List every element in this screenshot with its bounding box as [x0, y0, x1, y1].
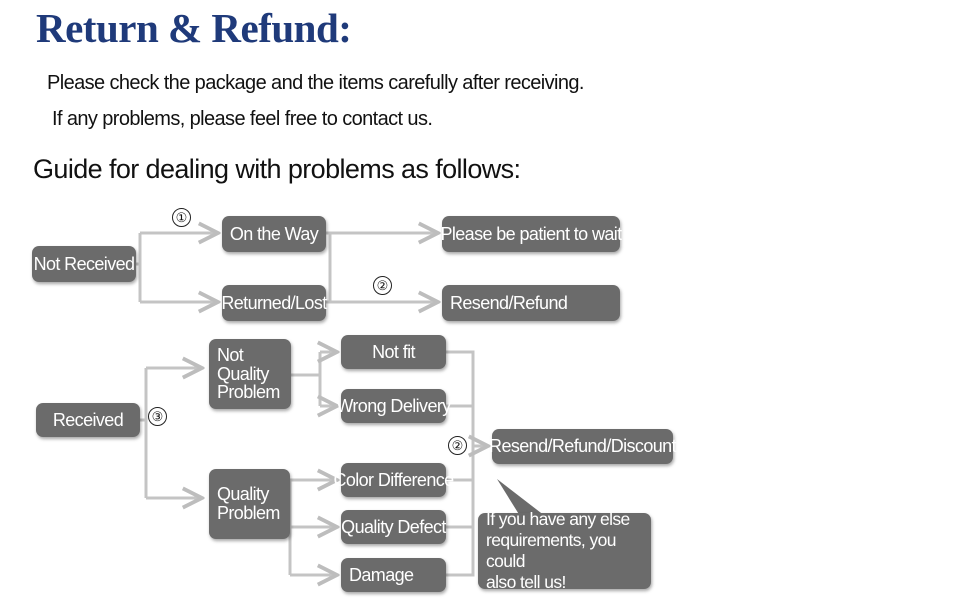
node-please-wait: Please be patient to wait [440, 216, 622, 252]
connector-received-trunk [140, 368, 148, 498]
step-marker-2b: ② [448, 436, 467, 455]
node-color-difference: Color Difference [333, 463, 454, 497]
step-marker-2: ② [373, 276, 392, 295]
node-not-fit: Not fit [341, 335, 446, 369]
connector-not-quality-split [291, 352, 322, 406]
connector-not-received-trunk [136, 233, 142, 302]
node-not-received: Not Received [32, 246, 136, 282]
guide-heading: Guide for dealing with problems as follo… [33, 154, 521, 184]
node-resend-refund-discount: Resend/Refund/Discount [489, 429, 677, 464]
node-returned-lost: Returned/Lost [221, 285, 327, 321]
node-on-the-way: On the Way [222, 216, 326, 252]
connector-on-the-way-split [326, 231, 332, 302]
callout-pointer [497, 479, 545, 516]
node-damage: Damage [341, 558, 446, 592]
node-received: Received [36, 403, 140, 437]
node-resend-refund: Resend/Refund [442, 285, 620, 321]
callout-note: If you have any else requirements, you c… [478, 509, 651, 592]
node-quality-problem: Quality Problem [209, 469, 290, 539]
page-title: Return & Refund: [36, 5, 352, 51]
intro-line-2: If any problems, please feel free to con… [52, 108, 433, 130]
step-marker-1: ① [172, 208, 191, 227]
connector-collector [446, 350, 475, 577]
intro-line-1: Please check the package and the items c… [47, 72, 584, 94]
node-not-quality-problem: Not Quality Problem [209, 339, 291, 409]
node-wrong-delivery: Wrong Delivery [336, 389, 451, 423]
step-marker-3: ③ [148, 407, 167, 426]
node-quality-defect: Quality Defect [341, 510, 446, 544]
